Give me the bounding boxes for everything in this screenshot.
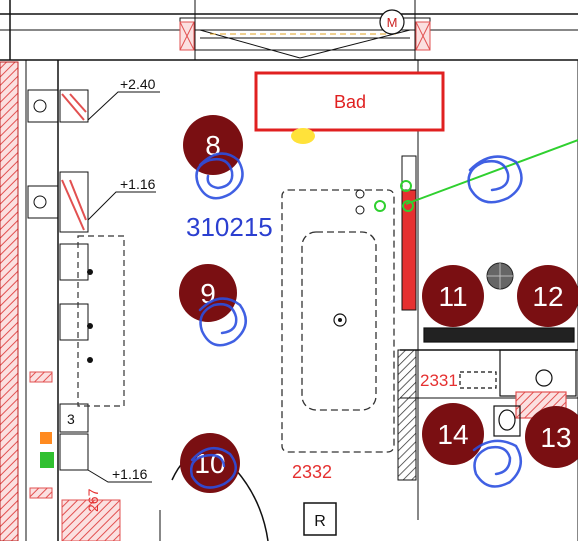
marker-9[interactable]: 9 [179, 264, 237, 322]
marker-label: 11 [438, 281, 467, 312]
extractor-fan [486, 262, 514, 290]
wall-fixture [401, 155, 417, 191]
scribble-annotations [190, 152, 523, 489]
room-code: 310215 [186, 212, 273, 242]
dimension-left: 267 [85, 488, 101, 512]
dimension-right: 2331 [420, 371, 458, 390]
motor-label: M [387, 15, 398, 30]
marker-10[interactable]: 10 [180, 433, 240, 493]
height-leaders [87, 91, 160, 483]
room-name-box[interactable]: Bad [254, 71, 445, 132]
marker-13[interactable]: 13 [525, 406, 578, 468]
toilet-icon [493, 405, 521, 437]
bath-faucet [355, 189, 365, 215]
marker-label: 13 [540, 422, 571, 453]
room-name: Bad [334, 92, 366, 112]
marker-label: 14 [437, 419, 468, 450]
shower-drain-icon [333, 313, 347, 327]
marker-12[interactable]: 12 [517, 265, 578, 327]
marker-label: 12 [532, 281, 563, 312]
height-label: +2.40 [120, 76, 156, 92]
bathtub[interactable] [281, 189, 395, 453]
room-tag-label: R [314, 513, 326, 530]
connection-line [374, 139, 578, 212]
light-fixture [291, 128, 315, 144]
room-tag[interactable]: R [303, 502, 337, 536]
motor-icon: M [379, 9, 405, 35]
dimension-bath: 2332 [292, 462, 332, 482]
outlet-number: 3 [67, 411, 75, 427]
washbasin-icon [77, 235, 125, 407]
left-fixtures [27, 89, 121, 541]
marker-14[interactable]: 14 [422, 403, 484, 465]
marker-8[interactable]: 8 [183, 115, 243, 175]
height-label: +1.16 [112, 466, 148, 482]
window-shutter [179, 17, 431, 59]
marker-11[interactable]: 11 [422, 265, 484, 327]
height-label: +1.16 [120, 176, 156, 192]
washbasin-details [87, 269, 93, 363]
